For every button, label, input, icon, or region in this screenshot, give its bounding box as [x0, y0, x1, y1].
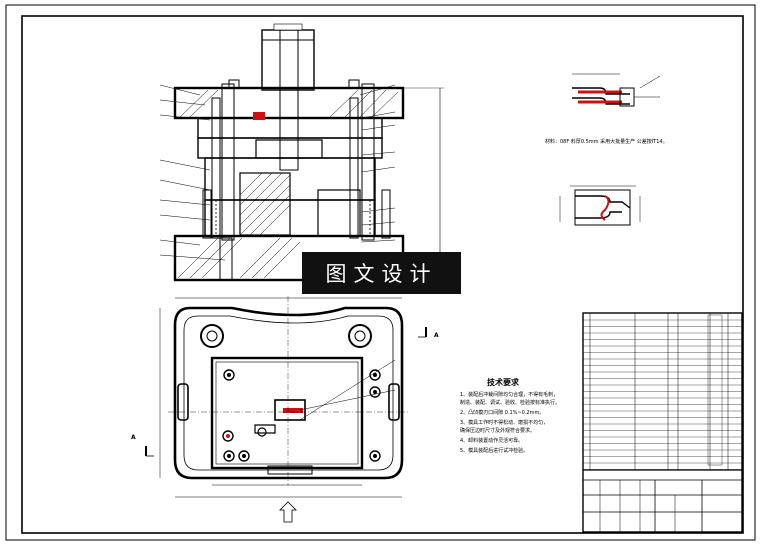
section-mark-left: A: [131, 434, 136, 441]
inner-border: [21, 15, 744, 534]
tech-note: 制造、装配、调试、验收、检验按标准执行。: [460, 400, 561, 406]
parts-list-table: [582, 312, 743, 533]
front-section-view: [159, 23, 444, 282]
section-mark-right: A: [434, 332, 439, 339]
tech-note: 1、装配后冲裁间隙均匀合理，不得有毛刺，: [460, 392, 559, 398]
outer-border: [5, 4, 756, 541]
tech-note: 4、卸料装置动作灵活可靠。: [460, 438, 524, 444]
tech-note: 确保压边时尺寸及外观符合要求。: [460, 428, 536, 434]
tech-note: 2、凸凹模刃口间隙 0.1%~0.2mm。: [460, 410, 545, 416]
watermark-banner: 图文设计: [302, 252, 461, 294]
material-note: 材料：08F 料厚0.5mm 采用大批量生产 公差按IT14。: [545, 139, 668, 145]
parts-list-notes: [707, 314, 723, 466]
tech-note: 5、模具装配后进行试冲检验。: [460, 448, 529, 454]
tech-requirements-title: 技术要求: [487, 378, 519, 387]
plan-view: [145, 296, 427, 523]
part-detail: [559, 73, 661, 226]
tech-note: 3、模具工作时不得松动、磨损不均匀，: [460, 420, 549, 426]
